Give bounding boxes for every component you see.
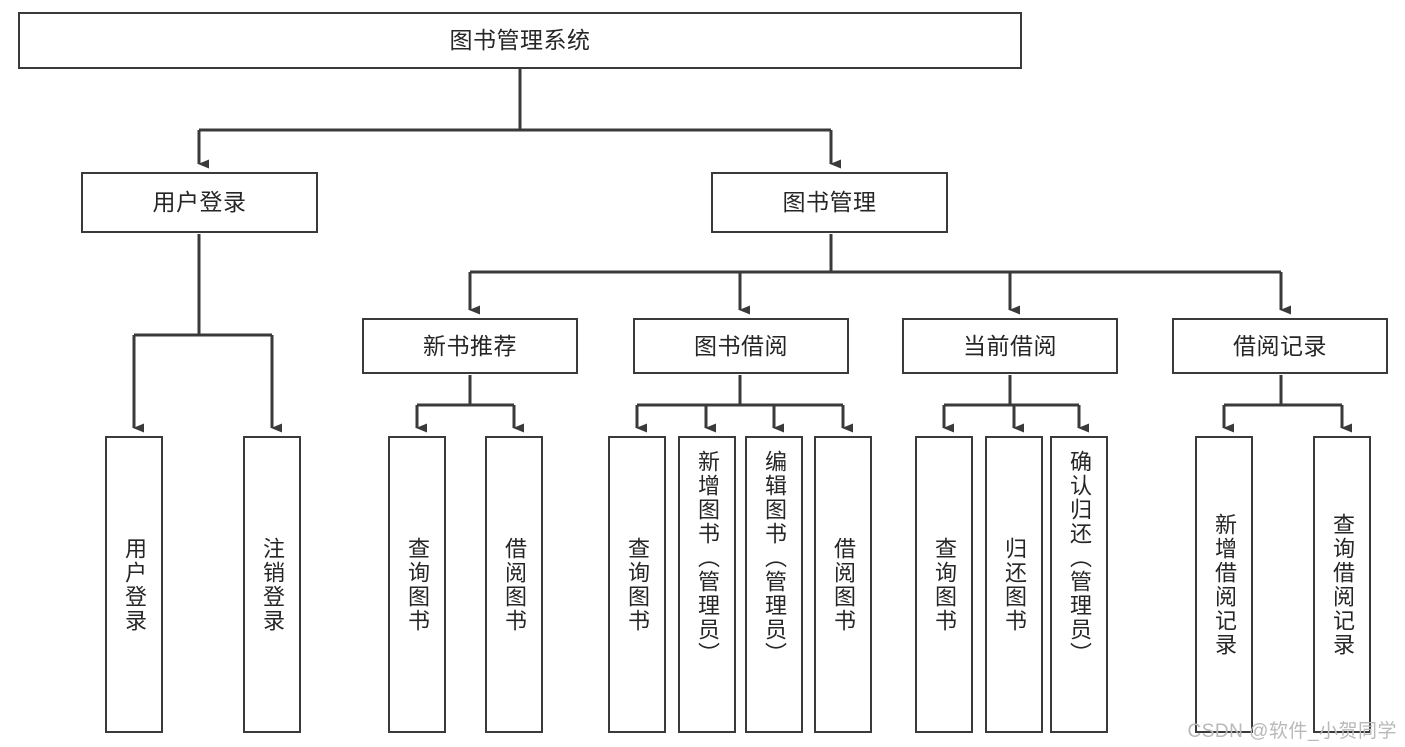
leaf-current-query-book[interactable]: 查询图书	[915, 436, 973, 733]
node-root-book-management-system[interactable]: 图书管理系统	[18, 12, 1022, 69]
node-label: 借阅图书	[830, 536, 856, 633]
node-label: 图书管理系统	[449, 27, 591, 54]
node-book-management[interactable]: 图书管理	[711, 172, 948, 233]
node-label: 借阅图书	[501, 536, 527, 633]
node-new-book-recommend[interactable]: 新书推荐	[362, 318, 578, 374]
node-label: 图书借阅	[694, 332, 788, 359]
leaf-query-borrow-record[interactable]: 查询借阅记录	[1313, 436, 1371, 733]
leaf-confirm-return-admin[interactable]: 确认归还（管理员）	[1050, 436, 1108, 733]
leaf-book-borrow-query[interactable]: 查询图书	[608, 436, 666, 733]
node-label: 新增借阅记录	[1211, 512, 1237, 657]
node-label: 注销登录	[259, 536, 285, 633]
node-label: 用户登录	[152, 189, 247, 216]
leaf-user-login[interactable]: 用户登录	[105, 436, 163, 733]
node-user-login[interactable]: 用户登录	[81, 172, 318, 233]
leaf-add-borrow-record[interactable]: 新增借阅记录	[1195, 436, 1253, 733]
node-label: 新书推荐	[423, 332, 517, 359]
node-label: 确认归还（管理员）	[1066, 450, 1092, 666]
node-label: 当前借阅	[963, 332, 1057, 359]
node-label: 图书管理	[782, 189, 877, 216]
leaf-new-book-query[interactable]: 查询图书	[388, 436, 446, 733]
node-label: 查询借阅记录	[1329, 512, 1355, 657]
node-label: 用户登录	[121, 536, 147, 633]
leaf-user-logout[interactable]: 注销登录	[243, 436, 301, 733]
node-current-borrow[interactable]: 当前借阅	[902, 318, 1118, 374]
node-label: 借阅记录	[1233, 332, 1327, 359]
node-label: 编辑图书（管理员）	[761, 450, 787, 666]
leaf-return-book[interactable]: 归还图书	[985, 436, 1043, 733]
node-book-borrow[interactable]: 图书借阅	[633, 318, 849, 374]
node-label: 查询图书	[624, 536, 650, 633]
node-label: 新增图书（管理员）	[694, 450, 720, 666]
leaf-book-edit-admin[interactable]: 编辑图书（管理员）	[745, 436, 803, 733]
node-label: 查询图书	[404, 536, 430, 633]
leaf-new-book-borrow[interactable]: 借阅图书	[485, 436, 543, 733]
node-label: 归还图书	[1001, 536, 1027, 633]
leaf-book-add-admin[interactable]: 新增图书（管理员）	[678, 436, 736, 733]
node-borrow-record[interactable]: 借阅记录	[1172, 318, 1388, 374]
leaf-book-borrow-action[interactable]: 借阅图书	[814, 436, 872, 733]
node-label: 查询图书	[931, 536, 957, 633]
